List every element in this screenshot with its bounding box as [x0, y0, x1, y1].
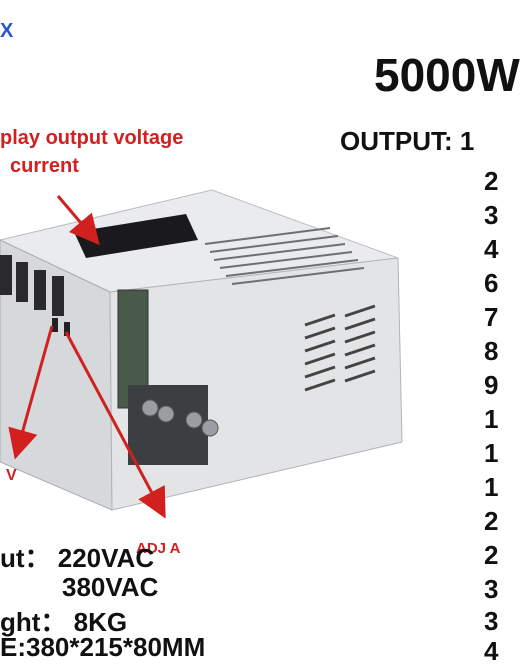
output-list-item: 3 — [484, 574, 499, 604]
power-rating-title: 5000W — [374, 49, 520, 101]
adj-v-arrow — [8, 325, 54, 460]
adj-v-knob — [52, 318, 58, 332]
terminal-screws — [141, 399, 219, 437]
side-vents — [304, 304, 376, 392]
display-arrow — [56, 195, 100, 246]
power-supply-image — [0, 189, 403, 519]
output-list-item: 9 — [484, 370, 499, 400]
front-heatsink — [0, 255, 64, 316]
output-list-item: 3 — [484, 606, 499, 636]
output-list-item: 8 — [484, 336, 499, 366]
spec-weight: ght： 8KG — [0, 607, 128, 637]
output-label: OUTPUT: 1 — [340, 126, 475, 156]
output-list-item: 1 — [484, 438, 499, 468]
output-list-item: 7 — [484, 302, 499, 332]
adj-v-label: V — [6, 467, 17, 484]
output-list-item: 3 — [484, 200, 499, 230]
brand-logo-fragment: X — [0, 20, 14, 42]
adj-a-label: ADJ A — [136, 540, 181, 557]
spec-input-line1: ut： 220VAC — [0, 543, 155, 573]
output-list-item: 6 — [484, 268, 499, 298]
output-list-item: 4 — [484, 234, 499, 264]
spec-size: E:380*215*80MM — [0, 632, 206, 662]
output-list-item: 2 — [484, 506, 499, 536]
display-window — [74, 214, 198, 258]
display-annotation-line2: current — [10, 155, 79, 177]
top-vents — [204, 227, 365, 285]
spec-input-line2: 380VAC — [62, 572, 159, 602]
output-list-item: 2 — [484, 540, 499, 570]
display-annotation-line1: play output voltage — [0, 127, 184, 149]
output-list-item: 2 — [484, 166, 499, 196]
output-list-item: 4 — [484, 636, 499, 666]
adj-a-knob — [64, 322, 70, 336]
output-list-item: 1 — [484, 472, 499, 502]
output-list-item: 1 — [484, 404, 499, 434]
case-side-face — [109, 257, 403, 511]
adj-a-arrow — [64, 331, 166, 519]
